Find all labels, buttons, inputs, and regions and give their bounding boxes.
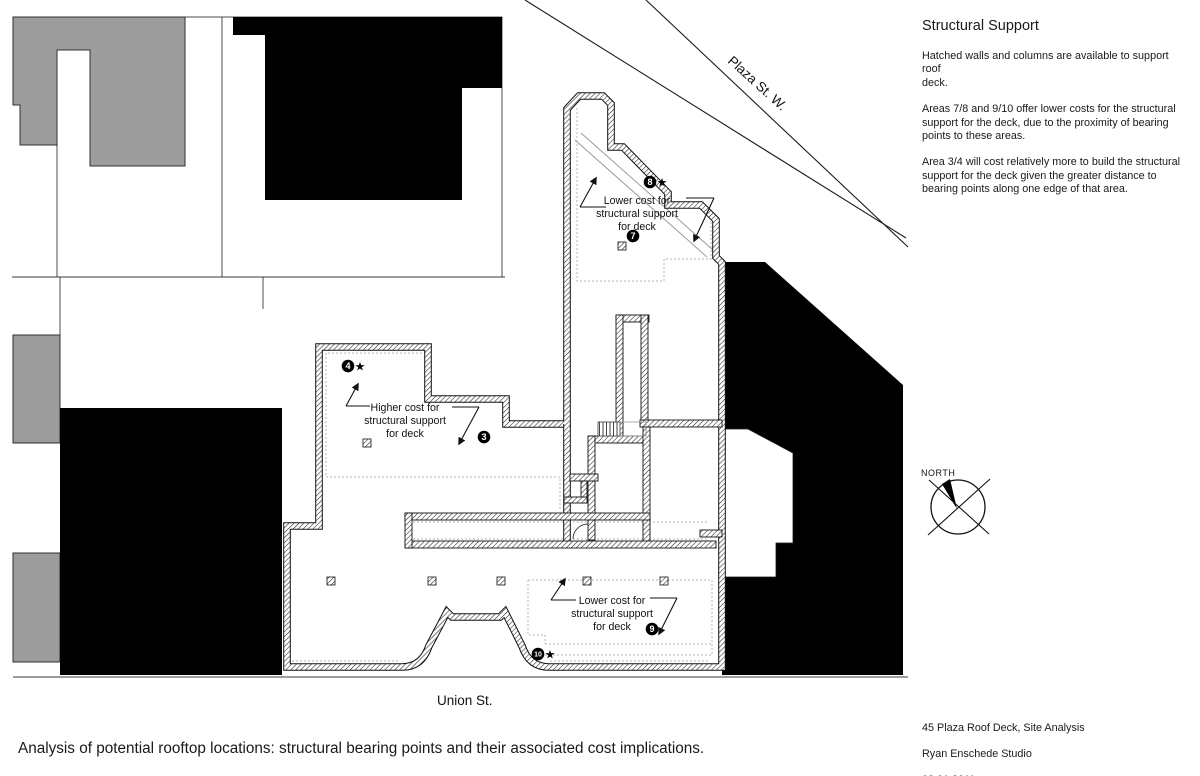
leader-arrows xyxy=(345,176,715,636)
marker-7: 7 xyxy=(626,229,640,243)
marker-4-number: 4 xyxy=(345,361,350,371)
marker-4: 4 ★ xyxy=(341,359,366,374)
marker-10-star-icon: ★ xyxy=(545,648,556,662)
marker-4-circle xyxy=(341,359,355,373)
area-3-4-dashed xyxy=(325,352,561,511)
bearing-columns xyxy=(326,241,669,586)
sheet-caption: Analysis of potential rooftop locations:… xyxy=(18,740,705,757)
corridor-wall-north xyxy=(404,512,651,521)
column xyxy=(582,576,592,586)
area-78-label-line3: for deck xyxy=(618,221,656,233)
interior-walls xyxy=(404,314,723,549)
marker-3-number: 3 xyxy=(481,432,486,442)
stair-treads xyxy=(597,421,621,437)
deck-area-dashed-boundaries xyxy=(292,108,713,662)
title-block: 45 Plaza Roof Deck, Site Analysis Ryan E… xyxy=(922,709,1085,776)
area-7-8-dashed xyxy=(576,108,712,282)
shaft-wall-right xyxy=(640,314,649,428)
area-78-label-line2: structural support xyxy=(596,208,678,220)
plaza-street-edge-upper xyxy=(524,0,907,239)
adjacent-buildings-gray xyxy=(12,16,186,663)
black-building-north xyxy=(233,17,502,200)
area-34-label-line2: structural support xyxy=(364,415,446,427)
plaza-street-lines xyxy=(524,0,909,248)
door-swing-arc xyxy=(572,523,589,540)
notes-paragraph-3: Area 3/4 will cost relatively more to bu… xyxy=(922,156,1181,196)
north-label: NORTH xyxy=(921,468,955,478)
area-910-label-line3: for deck xyxy=(593,621,631,633)
marker-10-number: 10 xyxy=(534,652,542,659)
arrow-78-left xyxy=(579,176,597,208)
gray-building-northwest xyxy=(12,16,186,167)
east-room-wall xyxy=(699,529,723,538)
studio-name: Ryan Enschede Studio xyxy=(922,748,1032,760)
marker-9: 9 xyxy=(645,622,659,636)
north-needle-icon xyxy=(942,479,957,509)
drawing-date: 03.01.2011 xyxy=(922,774,1085,776)
area-910-label-line2: structural support xyxy=(571,608,653,620)
notes-panel: Structural Support Hatched walls and col… xyxy=(922,18,1184,210)
area-cost-labels: Lower cost for structural support for de… xyxy=(364,195,678,633)
marker-3: 3 xyxy=(477,430,491,444)
marker-3-circle xyxy=(477,430,491,444)
notes-paragraph-2: Areas 7/8 and 9/10 offer lower costs for… xyxy=(922,103,1176,143)
plaza-street-edge-lower xyxy=(645,0,909,248)
arrow-78-right xyxy=(693,197,715,243)
adjacent-buildings-black xyxy=(60,17,903,675)
area-markers: 8 ★ 7 4 ★ 3 9 10 ★ xyxy=(341,175,668,662)
north-compass: NORTH xyxy=(921,468,991,536)
notes-title: Structural Support xyxy=(922,18,1039,34)
area-910-label-line1: Lower cost for xyxy=(579,595,646,607)
area-78-label-line1: Lower cost for xyxy=(604,195,671,207)
compass-circle xyxy=(930,479,986,535)
area-34-label-line1: Higher cost for xyxy=(371,402,440,414)
column xyxy=(659,576,669,586)
arrow-910-left xyxy=(550,577,566,601)
marker-8-number: 8 xyxy=(647,177,652,187)
marker-9-number: 9 xyxy=(649,624,654,634)
core-wall-east xyxy=(642,426,651,542)
core-wall-north-east xyxy=(639,419,723,428)
small-room-wall-3 xyxy=(563,496,588,504)
column xyxy=(362,438,372,448)
marker-10-circle xyxy=(531,647,545,661)
white-building-notch xyxy=(721,428,794,578)
marker-4-star-icon: ★ xyxy=(355,360,366,374)
compass-cross-line-2 xyxy=(928,479,990,535)
marker-8: 8 ★ xyxy=(643,175,668,190)
arrow-910-right xyxy=(658,597,678,636)
corridor-wall-cap xyxy=(404,512,413,549)
area-10-dashed-step xyxy=(527,580,546,644)
core-wall-mid xyxy=(589,435,651,444)
column xyxy=(427,576,437,586)
black-building-southwest xyxy=(60,408,282,675)
gray-building-west-lower xyxy=(12,552,61,663)
notes-paragraph-1: Hatched walls and columns are available … xyxy=(922,50,1169,89)
marker-7-number: 7 xyxy=(630,231,635,241)
column xyxy=(326,576,336,586)
column xyxy=(496,576,506,586)
small-room-wall-1 xyxy=(569,473,599,482)
setback-diagonal-2 xyxy=(574,139,708,258)
union-street-label: Union St. xyxy=(437,693,493,708)
column xyxy=(617,241,627,251)
setback-diagonal-1 xyxy=(580,132,714,251)
marker-7-circle xyxy=(626,229,640,243)
setback-diagonals xyxy=(574,132,714,258)
arrow-34-left xyxy=(345,382,359,407)
core-wall-west xyxy=(587,435,596,541)
corridor-wall-south xyxy=(404,540,717,549)
perimeter-wall-hatch xyxy=(284,93,725,670)
marker-8-circle xyxy=(643,175,657,189)
marker-10: 10 ★ xyxy=(531,647,556,662)
area-34-label-line3: for deck xyxy=(386,428,424,440)
project-title: 45 Plaza Roof Deck, Site Analysis xyxy=(922,722,1085,734)
perimeter-bearing-walls xyxy=(283,92,726,671)
marker-8-star-icon: ★ xyxy=(657,176,668,190)
stair-and-door xyxy=(572,421,647,540)
gray-building-west-upper xyxy=(12,334,61,444)
marker-9-circle xyxy=(645,622,659,636)
arrow-34-right xyxy=(458,406,480,446)
